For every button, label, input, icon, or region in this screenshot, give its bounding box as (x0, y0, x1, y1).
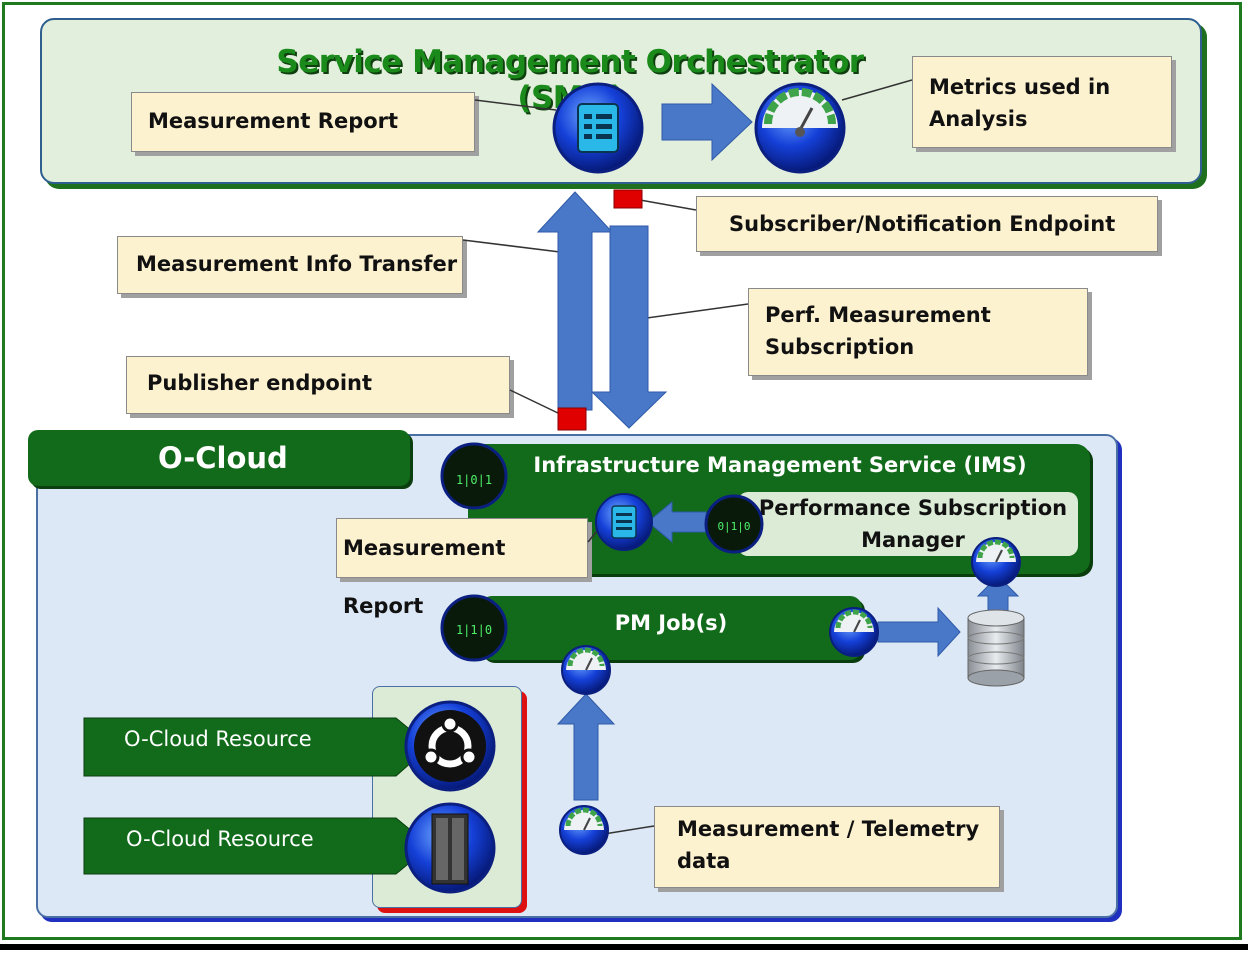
metrics-line1: Metrics used in (929, 75, 1111, 99)
ims-measurement-report-label: Measurement Report (343, 536, 506, 618)
smo-flow-arrow (661, 82, 753, 162)
ims-report-arrow (647, 500, 707, 544)
metrics-callout: Metrics used in Analysis (912, 56, 1172, 148)
svg-text:0|1|0: 0|1|0 (717, 520, 750, 533)
leader-smo-report (474, 99, 557, 111)
psm-matrix-icon: 0|1|0 (704, 494, 764, 554)
metrics-line2: Analysis (929, 107, 1028, 131)
svg-text:1|1|0: 1|1|0 (456, 623, 492, 637)
perf-line2: Subscription (765, 335, 915, 359)
pmjob-matrix-icon: 1|1|0 (440, 594, 508, 662)
ims-matrix-icon: 1|0|1 (440, 442, 508, 510)
outer-frame (2, 2, 1242, 940)
perf-line1: Perf. Measurement (765, 303, 991, 327)
pm-job-label: PM Job(s) (614, 611, 728, 635)
telemetry-gauge-icon (559, 805, 609, 855)
pmjob-input-gauge-icon (561, 645, 611, 695)
publisher-endpoint-marker (557, 407, 587, 431)
measurement-info-transfer-label: Measurement Info Transfer (136, 252, 458, 276)
psm-line1: Performance Subscription (758, 496, 1068, 520)
ocloud-title: O-Cloud (28, 430, 410, 486)
measurement-transfer-up-arrow (536, 191, 614, 411)
svg-text:1|0|1: 1|0|1 (456, 473, 492, 487)
telemetry-line2: data (677, 849, 731, 873)
bottom-rule (0, 944, 1248, 950)
telemetry-callout: Measurement / Telemetry data (654, 806, 1000, 888)
subscriber-endpoint-marker (613, 189, 643, 209)
smo-report-icon (552, 82, 644, 174)
subscriber-endpoint-callout: Subscriber/Notification Endpoint (696, 196, 1158, 252)
psm-gauge-icon (971, 537, 1021, 587)
measurement-info-transfer-callout: Measurement Info Transfer (117, 236, 463, 294)
database-icon (967, 609, 1025, 687)
ims-title: Infrastructure Management Service (IMS) (533, 453, 1027, 477)
db-up-arrow (976, 575, 1020, 613)
pmjob-to-db-arrow (877, 606, 961, 658)
leader-subscriber (639, 199, 697, 211)
telemetry-up-arrow (556, 693, 616, 801)
pm-job-box (480, 596, 862, 660)
perf-subscription-callout: Perf. Measurement Subscription (748, 288, 1088, 376)
ubuntu-icon (404, 700, 496, 792)
subscriber-endpoint-label: Subscriber/Notification Endpoint (729, 212, 1116, 236)
smo-metrics-gauge-icon (754, 82, 846, 174)
publisher-endpoint-callout: Publisher endpoint (126, 356, 510, 414)
ims-report-icon (595, 493, 653, 551)
resource-2-label: O-Cloud Resource (126, 827, 314, 851)
smo-measurement-report-callout: Measurement Report (131, 92, 475, 152)
subscription-down-arrow (590, 225, 668, 429)
psm-line2: Manager (861, 528, 965, 552)
performance-subscription-manager: Performance Subscription Manager (738, 492, 1078, 556)
telemetry-line1: Measurement / Telemetry (677, 817, 980, 841)
smo-measurement-report-label: Measurement Report (148, 109, 399, 133)
leader-telemetry (603, 825, 655, 835)
leader-lines (462, 79, 913, 835)
leader-metrics (841, 79, 913, 101)
leader-info-transfer (462, 239, 561, 253)
resource-1-label: O-Cloud Resource (124, 727, 312, 751)
leader-perf-sub (631, 303, 749, 321)
server-icon (404, 802, 496, 894)
pmjob-gauge-icon (829, 607, 879, 657)
ims-measurement-report-callout: Measurement Report (336, 518, 588, 618)
leader-publisher (509, 389, 561, 415)
publisher-endpoint-label: Publisher endpoint (147, 371, 373, 395)
